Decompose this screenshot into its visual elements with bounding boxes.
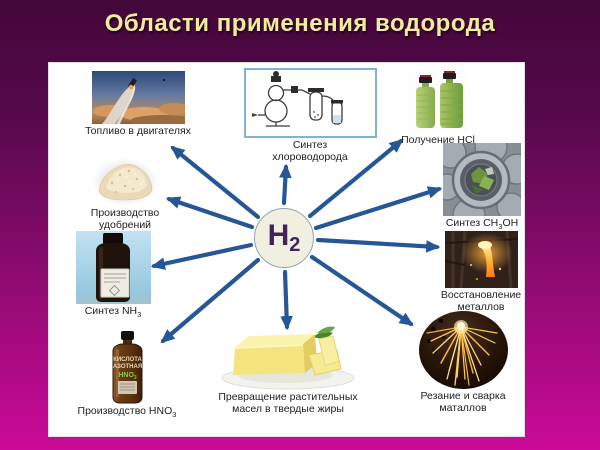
arrow-nitric (160, 257, 261, 344)
chemical-apparatus-image (243, 68, 377, 138)
arrow-fats (280, 269, 293, 331)
label-fuel-engines: Топливо в двигателях (85, 125, 191, 137)
metal-drums-image (443, 143, 521, 216)
label-nitric: Производство HNO3 (77, 405, 177, 420)
hub-arrows (150, 138, 443, 344)
bottle-text-formula: HNO3 (118, 372, 137, 381)
label-metal-reduction: Восстановление металлов (440, 289, 522, 313)
arrow-hcl-production (307, 138, 404, 219)
nitric-acid-bottle-image: КИСЛОТА АЗОТНАЯ HNO3 (112, 331, 142, 404)
label-fats: Превращение растительных масел в твердые… (218, 391, 358, 415)
item-fuel-engines: Топливо в двигателях (57, 71, 219, 138)
molten-metal-image (444, 231, 518, 288)
bottle-text-kislota: КИСЛОТА (113, 357, 142, 363)
label-welding: Резание и сварка маталлов (420, 390, 506, 414)
diagram-panel: H2 Топливо в двигателях (48, 62, 525, 437)
page-title: Области применения водорода (104, 10, 496, 37)
label-hcl-synthesis: Синтез хлороводорода (272, 139, 348, 163)
item-methanol: Синтез CH3OH (422, 143, 542, 231)
item-metal-reduction: Восстановление металлов (421, 231, 541, 314)
item-ammonia: Синтез NH3 (53, 231, 173, 319)
welding-sparks-image (418, 311, 508, 389)
item-fertilizer: Производство удобрений (65, 153, 185, 232)
label-ammonia: Синтез NH3 (84, 305, 142, 320)
arrow-fertilizer (165, 196, 255, 230)
green-bottles-image (407, 71, 469, 133)
arrow-fuel (170, 145, 261, 220)
hydrogen-hub-node: H2 (254, 208, 314, 268)
item-hcl-synthesis: Синтез хлороводорода (235, 68, 385, 164)
rocket-launch-image (91, 71, 185, 124)
arrow-metal-reduction (315, 237, 441, 253)
arrow-ammonia (150, 242, 254, 270)
item-welding: Резание и сварка маталлов (403, 311, 523, 415)
arrow-welding (309, 254, 414, 327)
ammonia-bottle-image (75, 231, 151, 304)
item-hcl-production: Получение HCl (373, 71, 503, 147)
hydrogen-formula: H2 (267, 219, 301, 256)
item-nitric: КИСЛОТА АЗОТНАЯ HNO3 Производство HNO3 (67, 331, 187, 419)
arrow-methanol (313, 186, 443, 231)
label-methanol: Синтез CH3OH (445, 217, 519, 232)
arrow-hcl-synthesis (279, 163, 292, 206)
label-hcl-production: Получение HCl (401, 134, 475, 146)
bottle-text-azotnaya: АЗОТНАЯ (112, 364, 141, 370)
label-fertilizer: Производство удобрений (90, 207, 160, 231)
butter-image (221, 326, 355, 390)
fertilizer-pile-image (92, 158, 158, 206)
item-fats: Превращение растительных масел в твердые… (207, 325, 369, 416)
